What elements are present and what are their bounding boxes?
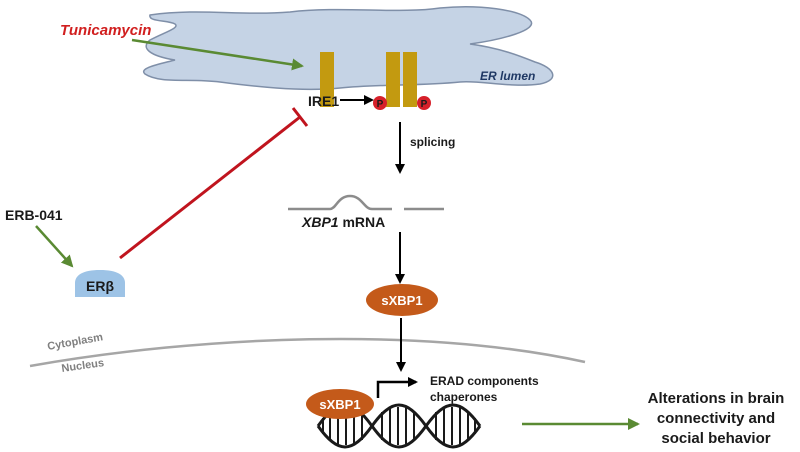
er-lumen-label: ER lumen <box>480 69 535 83</box>
nucleus-label: Nucleus <box>61 357 105 375</box>
tunicamycin-label: Tunicamycin <box>60 22 151 39</box>
er-beta-label: ERβ <box>86 278 114 294</box>
outcome-line-1: Alterations in brain <box>648 390 785 407</box>
sxbp1-cytoplasmic-label: sXBP1 <box>381 293 422 308</box>
tunicamycin-arrow <box>131 38 304 71</box>
xbp1-mrna-label: XBP1 mRNA <box>301 214 385 230</box>
sxbp1-nuclear <box>306 389 374 419</box>
xbp1-gene-label: XBP1 <box>301 214 339 230</box>
ire1-dimer-left <box>386 52 400 107</box>
erb041-arrow <box>35 225 74 268</box>
phospho-left-label: P <box>377 99 384 110</box>
splicing-label: splicing <box>410 135 455 149</box>
ire1-monomer <box>320 52 334 107</box>
mrna-label: mRNA <box>339 214 386 230</box>
outcome-line-3: social behavior <box>661 430 770 447</box>
ire1-label: IRE1 <box>308 93 339 109</box>
phospho-left <box>373 96 387 110</box>
er-membrane <box>142 6 554 91</box>
transcription-arrow <box>376 377 418 398</box>
erad-components-label: ERAD components <box>430 374 539 388</box>
ire1-dimer-right <box>403 52 417 107</box>
nuclear-envelope <box>29 337 586 368</box>
outcome-line-2: connectivity and <box>657 410 775 427</box>
sxbp1-nuclear-label: sXBP1 <box>319 397 360 412</box>
phospho-right-label: P <box>421 99 428 110</box>
phospho-right <box>417 96 431 110</box>
chaperones-label: chaperones <box>430 390 498 404</box>
xbp1-mrna-strand <box>288 194 444 211</box>
erb041-label: ERB-041 <box>5 207 63 223</box>
inhibition-bar <box>291 107 309 127</box>
cytoplasm-label: Cytoplasm <box>46 331 104 353</box>
er-beta-receptor <box>75 270 125 297</box>
inhibition-line <box>119 115 301 260</box>
sxbp1-cytoplasmic <box>366 284 438 316</box>
